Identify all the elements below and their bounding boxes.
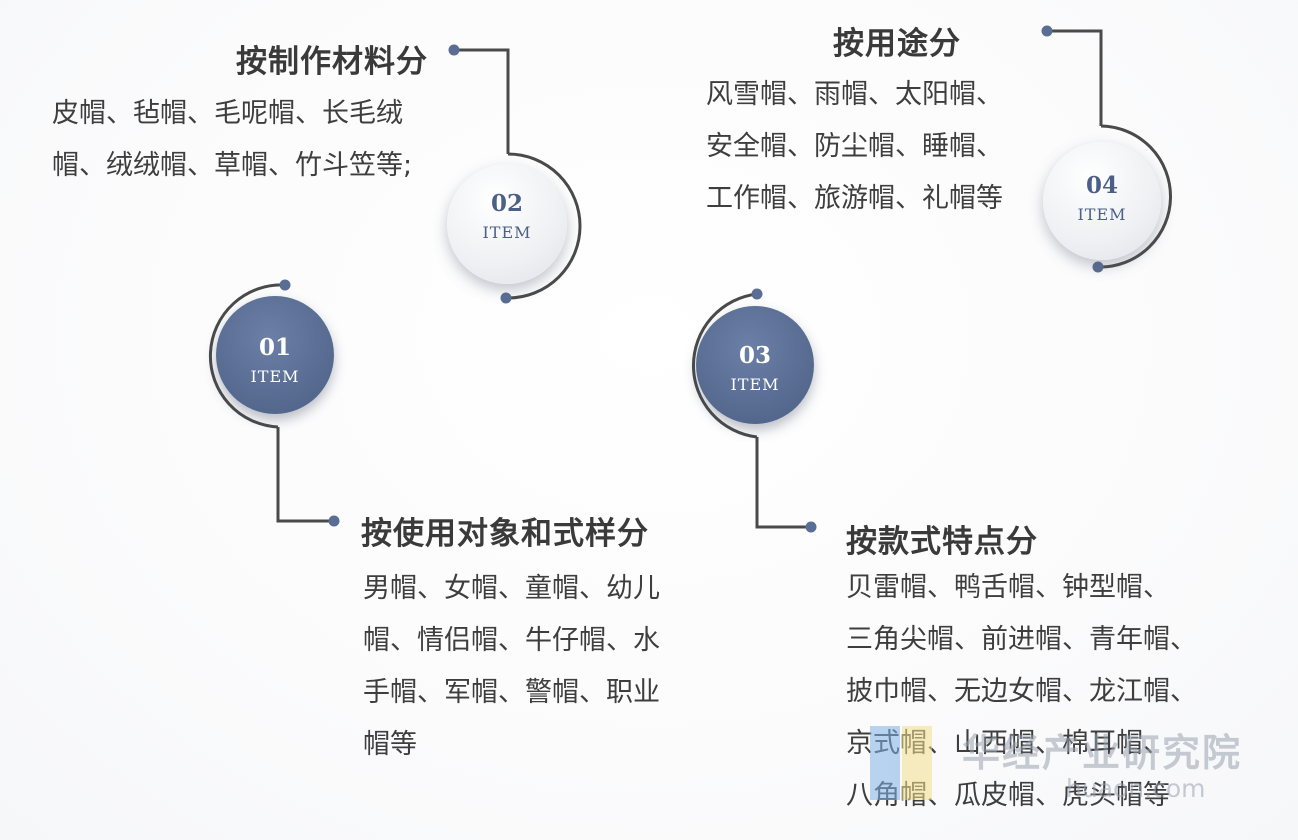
category-title-04: 按用途分 [833, 26, 961, 62]
dot-02-title [448, 44, 460, 56]
watermark-name: 华经产业研究院 [962, 731, 1243, 775]
dot-01-title [328, 515, 340, 527]
item-number-03: 03 [738, 342, 771, 369]
category-line: 帽、情侣帽、牛仔帽、水 [363, 625, 660, 656]
arc-01 [208, 283, 286, 429]
category-line: 八角帽、瓜皮帽、虎头帽等 [846, 780, 1170, 811]
category-line: 京式帽、山西帽、棉耳帽、 [846, 728, 1170, 759]
category-line: 工作帽、旅游帽、礼帽等 [706, 183, 1003, 214]
item-label-01: ITEM [250, 367, 300, 386]
watermark-url: huaon.com [1066, 774, 1206, 803]
item-label-04: ITEM [1077, 205, 1127, 224]
connector-01 [276, 427, 332, 523]
category-line: 披巾帽、无边女帽、龙江帽、 [846, 676, 1197, 707]
item-circle-01: 01 ITEM [216, 296, 334, 414]
dot-03-arc [751, 288, 763, 300]
category-line: 男帽、女帽、童帽、幼儿 [363, 573, 660, 604]
dot-04-title [1041, 25, 1053, 37]
category-line: 三角尖帽、前进帽、青年帽、 [846, 624, 1197, 655]
category-line: 帽、绒绒帽、草帽、竹斗笠等; [52, 150, 413, 181]
category-text-04: 风雪帽、雨帽、太阳帽、 安全帽、防尘帽、睡帽、 工作帽、旅游帽、礼帽等 [706, 69, 1003, 225]
watermark-logo-icon [870, 726, 934, 800]
dot-02-arc [500, 292, 512, 304]
arc-02 [507, 152, 582, 300]
category-title-02: 按制作材料分 [236, 44, 428, 80]
dot-01-arc [279, 279, 291, 291]
category-line: 安全帽、防尘帽、睡帽、 [706, 131, 1003, 162]
category-line: 帽等 [363, 729, 417, 760]
item-number-04: 04 [1085, 172, 1118, 199]
category-line: 贝雷帽、鸭舌帽、钟型帽、 [846, 572, 1170, 603]
category-text-03: 贝雷帽、鸭舌帽、钟型帽、 三角尖帽、前进帽、青年帽、 披巾帽、无边女帽、龙江帽、… [846, 562, 1197, 822]
arc-03 [691, 292, 758, 439]
dot-03-title [805, 521, 817, 533]
item-label-03: ITEM [730, 375, 780, 394]
item-circle-03: 03 ITEM [696, 306, 814, 424]
dot-04-arc [1092, 261, 1104, 273]
connector-02 [455, 48, 510, 154]
connector-03 [755, 437, 810, 529]
item-label-02: ITEM [482, 223, 532, 242]
item-circle-04: 04 ITEM [1043, 142, 1161, 260]
category-line: 手帽、军帽、警帽、职业 [363, 677, 660, 708]
category-title-01: 按使用对象和式样分 [361, 516, 649, 552]
watermark: 华经产业研究院 huaon.com [870, 718, 1270, 818]
category-line: 皮帽、毡帽、毛呢帽、长毛绒 [52, 98, 403, 129]
category-line: 风雪帽、雨帽、太阳帽、 [706, 79, 1003, 110]
category-title-03: 按款式特点分 [846, 524, 1038, 560]
arc-04 [1098, 124, 1172, 269]
connector-04 [1048, 29, 1103, 126]
category-text-01: 男帽、女帽、童帽、幼儿 帽、情侣帽、牛仔帽、水 手帽、军帽、警帽、职业 帽等 [363, 563, 660, 771]
item-number-01: 01 [258, 334, 291, 361]
item-number-02: 02 [490, 190, 523, 217]
category-text-02: 皮帽、毡帽、毛呢帽、长毛绒 帽、绒绒帽、草帽、竹斗笠等; [52, 88, 412, 192]
item-circle-02: 02 ITEM [447, 164, 567, 284]
